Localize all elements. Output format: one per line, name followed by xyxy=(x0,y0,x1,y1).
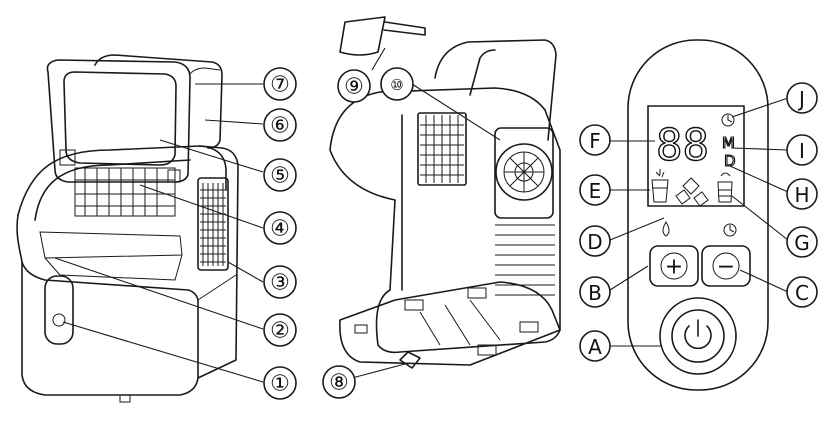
svg-text:−: − xyxy=(717,255,735,280)
right-leader-lines xyxy=(609,97,789,347)
callout-D: D xyxy=(579,225,611,257)
drain-plug xyxy=(399,351,421,369)
control-panel-outline xyxy=(627,39,769,391)
control-panel-detail: 88 M D + xyxy=(627,39,769,391)
callout-A: A xyxy=(579,330,611,362)
svg-text:⑤: ⑤ xyxy=(270,164,290,189)
svg-text:③: ③ xyxy=(270,271,290,296)
svg-text:⑨: ⑨ xyxy=(344,75,364,100)
callout-4: ④ xyxy=(263,211,297,245)
ice-scoop xyxy=(339,16,426,56)
minus-button[interactable]: − xyxy=(701,245,751,287)
mode-m-indicator: M xyxy=(722,134,735,152)
plus-button[interactable]: + xyxy=(649,245,699,287)
callout-J: J xyxy=(786,82,818,114)
callout-I: I xyxy=(786,134,818,166)
left-leader-lines xyxy=(54,83,264,383)
lower-rear-vents xyxy=(495,224,555,296)
front-control-panel xyxy=(44,275,74,345)
power-icon xyxy=(684,319,712,350)
svg-text:②: ② xyxy=(270,319,290,344)
svg-text:⑩: ⑩ xyxy=(390,76,403,94)
callout-10: ⑩ xyxy=(380,67,414,101)
ice-maker-front-view xyxy=(16,54,239,403)
base-feet xyxy=(354,287,539,356)
svg-text:⑧: ⑧ xyxy=(329,371,349,396)
callout-H: H xyxy=(786,178,818,210)
ice-bucket-icon xyxy=(717,172,733,203)
svg-text:D: D xyxy=(587,230,602,254)
water-drop-icon xyxy=(662,221,670,237)
clock-icon xyxy=(723,223,737,237)
ice-full-icon xyxy=(675,177,709,207)
ice-maker-rear-view xyxy=(329,16,561,369)
power-button[interactable] xyxy=(659,297,737,375)
callout-8: ⑧ xyxy=(322,365,356,399)
callout-6: ⑥ xyxy=(263,108,297,142)
svg-text:A: A xyxy=(588,335,602,359)
mode-d-indicator: D xyxy=(724,152,736,170)
callout-2: ② xyxy=(263,313,297,347)
callout-F: F xyxy=(579,124,611,156)
cooling-fan xyxy=(494,127,554,219)
svg-text:⑥: ⑥ xyxy=(270,114,290,139)
callout-7: ⑦ xyxy=(263,67,297,101)
water-low-icon xyxy=(651,169,669,203)
callout-C: C xyxy=(786,276,818,308)
svg-text:G: G xyxy=(794,231,810,255)
callout-5: ⑤ xyxy=(263,158,297,192)
seven-segment-display: 88 xyxy=(656,120,709,171)
callout-G: G xyxy=(786,226,818,258)
callout-E: E xyxy=(579,174,611,206)
front-power-button-icon xyxy=(52,313,66,327)
rear-vent-grid xyxy=(420,115,464,183)
middle-leader-lines xyxy=(351,47,501,379)
svg-text:⑦: ⑦ xyxy=(270,73,290,98)
callout-B: B xyxy=(579,276,611,308)
display-window xyxy=(647,105,745,207)
svg-text:I: I xyxy=(799,139,805,163)
side-vent-grid xyxy=(200,183,226,266)
svg-text:+: + xyxy=(665,255,683,280)
svg-text:①: ① xyxy=(270,372,290,397)
callout-3: ③ xyxy=(263,265,297,299)
svg-text:C: C xyxy=(795,281,809,305)
timer-indicator-icon xyxy=(721,113,735,127)
evaporator-prongs xyxy=(74,167,176,217)
svg-text:④: ④ xyxy=(270,217,290,242)
svg-text:H: H xyxy=(794,183,809,207)
callout-1: ① xyxy=(263,366,297,400)
callout-9: ⑨ xyxy=(337,69,371,103)
svg-text:J: J xyxy=(797,87,805,111)
svg-text:B: B xyxy=(588,281,602,305)
svg-text:F: F xyxy=(589,129,601,153)
svg-text:E: E xyxy=(589,179,602,203)
